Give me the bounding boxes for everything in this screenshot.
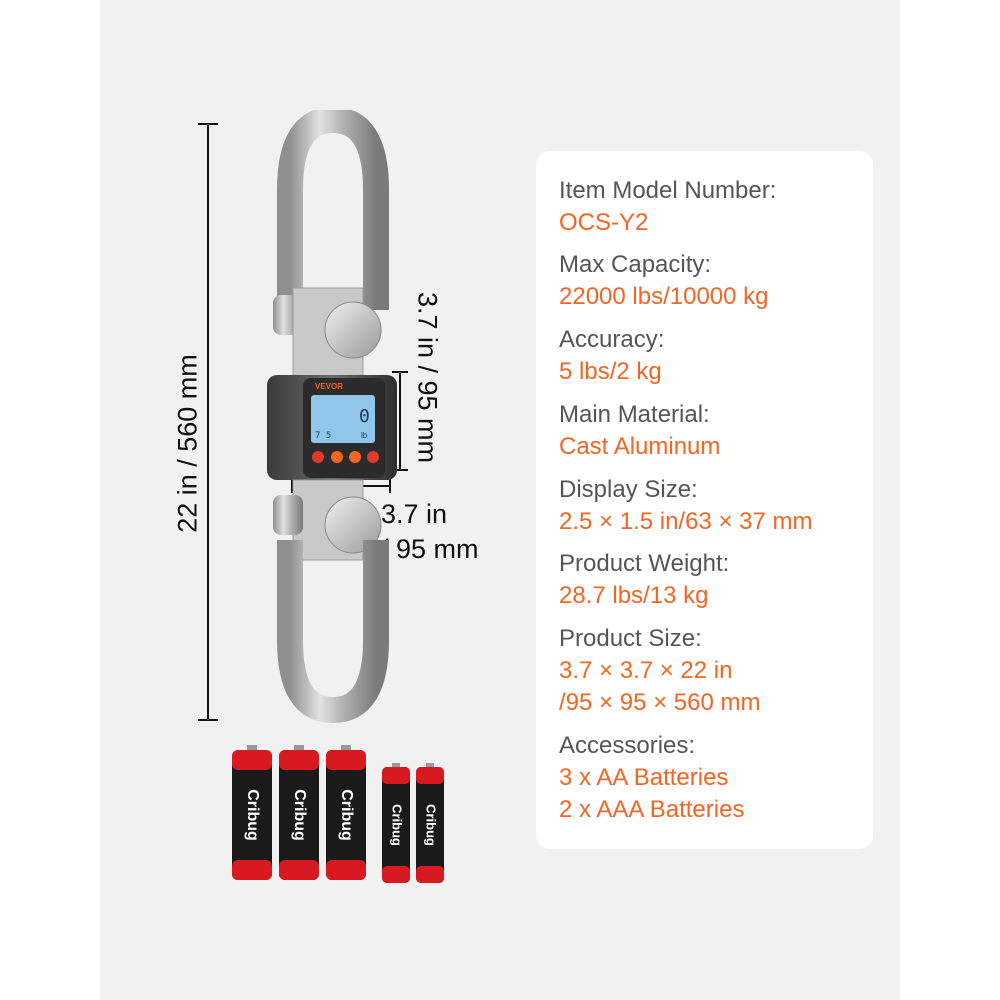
spec-value: Cast Aluminum [559, 433, 721, 460]
spec-item-material: Main Material: Cast Aluminum [559, 399, 720, 463]
spec-item-size: Product Size: 3.7 × 3.7 × 22 in /95 × 95… [559, 623, 760, 719]
aaa-battery: Cribug [416, 763, 444, 883]
svg-text:7 5: 7 5 [315, 431, 331, 441]
spec-item-accessories: Accessories: 3 x AA Batteries 2 x AAA Ba… [559, 730, 744, 826]
spec-value: /95 × 95 × 560 mm [559, 689, 761, 716]
spec-label: Item Model Number: [559, 177, 777, 204]
spec-item-weight: Product Weight: 28.7 lbs/13 kg [559, 548, 729, 612]
svg-text:VEVOR: VEVOR [315, 382, 343, 391]
crane-scale-image: VEVOR 0 7 5 lb [267, 110, 397, 724]
svg-text:Cribug: Cribug [244, 789, 261, 841]
spec-card: Item Model Number: OCS-Y2 Max Capacity: … [536, 151, 873, 849]
height-label: 22 in / 560 mm [172, 354, 203, 533]
spec-label: Display Size: [559, 476, 698, 503]
body-height-label: 3.7 in / 95 mm [412, 291, 443, 464]
spec-value: 22000 lbs/10000 kg [559, 283, 769, 310]
aa-battery: Cribug [232, 745, 272, 880]
spec-value: 3 x AA Batteries [559, 764, 729, 791]
spec-value: 2.5 × 1.5 in/63 × 37 mm [559, 508, 813, 535]
width-label-line2: / 95 mm [381, 534, 479, 564]
spec-item-accuracy: Accuracy: 5 lbs/2 kg [559, 324, 664, 388]
spec-label: Max Capacity: [559, 251, 712, 278]
height-dimension-line [198, 123, 218, 721]
spec-label: Product Weight: [559, 550, 730, 577]
width-label-line1: 3.7 in [381, 499, 448, 529]
spec-value: 3.7 × 3.7 × 22 in [559, 657, 733, 684]
svg-text:Cribug: Cribug [424, 804, 439, 846]
spec-value: 5 lbs/2 kg [559, 358, 662, 385]
spec-value: 2 x AAA Batteries [559, 796, 745, 823]
svg-text:Cribug: Cribug [291, 789, 308, 841]
svg-text:Cribug: Cribug [338, 789, 355, 841]
spec-label: Accuracy: [559, 326, 665, 353]
svg-text:0: 0 [359, 406, 370, 427]
aaa-battery: Cribug [382, 763, 410, 883]
aa-battery: Cribug [279, 745, 319, 880]
spec-value: OCS-Y2 [559, 209, 649, 236]
spec-label: Product Size: [559, 625, 702, 652]
spec-item-display-size: Display Size: 2.5 × 1.5 in/63 × 37 mm [559, 474, 813, 538]
svg-text:Cribug: Cribug [390, 804, 405, 846]
aa-battery: Cribug [326, 745, 366, 880]
spec-item-capacity: Max Capacity: 22000 lbs/10000 kg [559, 249, 769, 313]
spec-label: Accessories: [559, 732, 696, 759]
svg-text:lb: lb [361, 431, 368, 440]
spec-item-model: Item Model Number: OCS-Y2 [559, 175, 776, 239]
spec-label: Main Material: [559, 401, 710, 428]
spec-value: 28.7 lbs/13 kg [559, 582, 709, 609]
